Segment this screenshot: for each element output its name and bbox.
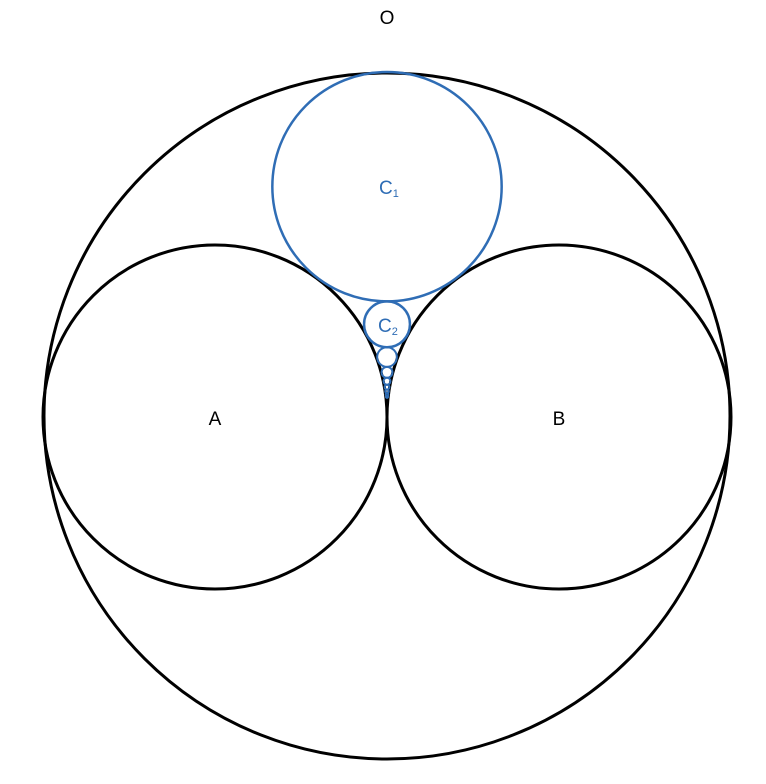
circle-b <box>385 243 733 591</box>
label-c1-main: C <box>379 178 393 199</box>
label-c2-sub: 2 <box>392 326 398 338</box>
label-a: A <box>209 409 222 430</box>
label-c1: C1 <box>379 178 399 200</box>
label-c2: C2 <box>378 316 398 338</box>
label-o: O <box>380 8 395 29</box>
chain-circle-3 <box>376 346 398 368</box>
label-c2-main: C <box>378 316 392 337</box>
chain-circle-9 <box>384 394 390 399</box>
label-b: B <box>553 409 566 430</box>
chain-circles <box>271 70 503 399</box>
label-c1-sub: 1 <box>393 188 399 200</box>
chain-circle-4 <box>380 365 394 379</box>
